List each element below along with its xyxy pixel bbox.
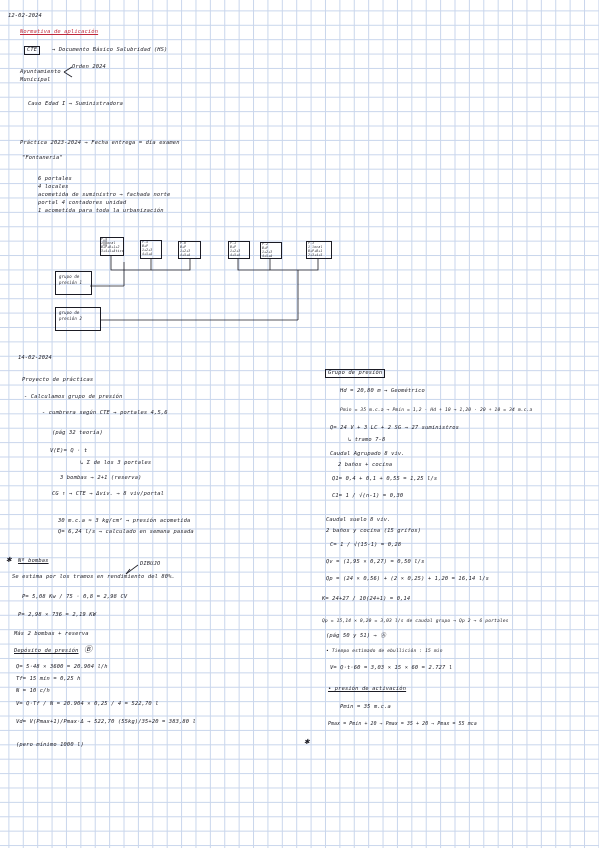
session2-line: 3 bombas → 2+1 (reserva) xyxy=(60,475,142,481)
grupo-line: C1= 1 / √(n-1) = 0,30 xyxy=(332,493,404,499)
portal-box-p5 xyxy=(140,240,162,259)
cte-text: → Documento Básico Salubridad (HS) xyxy=(52,47,168,53)
grupo-line: Q= 24 V + 3 LC + 2 SG → 27 suministros xyxy=(330,425,460,431)
calc-line: - Calculamos grupo de presión xyxy=(24,394,123,400)
deposito-line: Q= 5·48 × 3600 = 20.904 l/h xyxy=(16,664,108,670)
grupo-line: Pmin = 35 m.c.a xyxy=(340,704,391,710)
date-1: 12-02-2024 xyxy=(8,13,42,19)
proyecto-title: Proyecto de prácticas xyxy=(22,377,94,383)
bombas-line: Se estima por los tramos en rendimiento … xyxy=(12,574,175,580)
deposito-line: (pero mínimo 1000 l) xyxy=(16,742,84,748)
grupo-presion-label-2: grupo de presión 2 xyxy=(59,310,83,321)
practica-item: acometida de suministro → fachada norte xyxy=(38,192,171,198)
ordenanza-label: Orden 2024 xyxy=(72,64,106,70)
portal-box-p3 xyxy=(306,241,332,259)
practica-item: 1 acometida para toda la urbanización xyxy=(38,208,164,214)
grupo-line: K= 24+27 / 10(24+1) = 0,14 xyxy=(322,596,411,602)
session2-line: - cumbrera según CTE → portales 4,5,6 xyxy=(42,410,168,416)
deposito-line: N = 10 c/h xyxy=(16,688,50,694)
grupo-line: Pmin = 35 m.c.a → Pmin = 1,2 · Hd + 10 →… xyxy=(340,408,533,413)
grupo-line: (pág 50 y 51) → Ⓐ xyxy=(326,633,386,639)
portal-box-p1 xyxy=(228,241,250,259)
grupo-line: V= Q·t·60 = 3,03 × 15 × 60 = 2.727 l xyxy=(330,665,453,671)
practica-item: 6 portales xyxy=(38,176,72,182)
asterisk-marker: ✱ xyxy=(6,555,12,565)
session2-line: V(E)= Q · t xyxy=(50,448,88,454)
session2-line: Q= 6,24 l/s → calculado en semana pasada xyxy=(58,529,194,535)
grupo-line: • Tiempo estimado de ebullición : 15 min xyxy=(326,649,443,654)
grupo-line: • presión de activación xyxy=(328,686,407,692)
portal-label-p6: P-6 B+P 1+2+3 4+5+A xyxy=(180,241,191,257)
grupo-line: ↳ tramo 7-8 xyxy=(348,437,386,443)
cte-box: CTE xyxy=(24,46,41,55)
bombas-line: P= 2,98 × 736 = 2,19 KW xyxy=(18,612,97,618)
portal-label-p3: P-3 1 local B+P+B+1 2+3+4+5 xyxy=(308,241,323,257)
grupo-presion-box-1 xyxy=(55,271,92,295)
grupo-line: Q1= 0,4 + 0,1 + 0,55 = 1,25 l/s xyxy=(332,476,438,482)
grupo-line: 2 baños y cocina (15 grifos) xyxy=(326,528,422,534)
grupo-line: Caudal suelo 8 viv. xyxy=(326,517,391,523)
date-2: 14-02-2024 xyxy=(18,355,52,361)
session2-line: ↳ Σ de los 3 portales xyxy=(80,460,152,466)
bombas-line: Más 2 bombas + reserva xyxy=(14,631,89,637)
grupo-title: Grupo de presión xyxy=(325,369,386,378)
portal-label-p2: P-2 B+P 1+2+3 4+5+A xyxy=(262,242,273,258)
grupo-presion-box-2 xyxy=(55,307,101,331)
deposito-title: Depósito de presión xyxy=(14,648,79,654)
portal-box-p6 xyxy=(178,241,201,259)
grupo-line: C= 1 / √(15-1) = 0,28 xyxy=(330,542,402,548)
deposito-circle-icon: Ⓑ xyxy=(84,645,93,654)
portal-box-p4 xyxy=(100,237,124,256)
practica-title: Práctica 2023-2024 → Fecha entrega = día… xyxy=(20,140,180,146)
dibujo-label: DIBUJO xyxy=(140,561,161,567)
practica-item: 4 locales xyxy=(38,184,69,190)
deposito-line: V= Q·Tf / N = 20.904 × 0,25 / 4 = 522,70… xyxy=(16,701,159,707)
session2-line: (pág 32 teoría) xyxy=(52,430,103,436)
deposito-line: Tf= 15 min = 0,25 h xyxy=(16,676,81,682)
ayuntamiento-label: Ayuntamiento Municipal xyxy=(20,69,61,83)
deposito-line: Vd= V(Pmax+1)/Pmax·Δ → 522,70 (55kg)/35+… xyxy=(16,719,196,725)
portal-box-p2 xyxy=(260,242,282,259)
session2-line: CG ↑ → CTE → Δviv. → 8 viv/portal xyxy=(52,491,165,497)
asterisk-marker: ✱ xyxy=(304,737,310,747)
grupo-line: Qp = 15,14 × 0,20 = 3,03 l/s de caudal g… xyxy=(322,619,509,624)
grupo-presion-label-1: grupo de presión 1 xyxy=(59,274,83,285)
grupo-line: Pmax = Pmin + 20 → Pmax = 35 + 20 → Pmax… xyxy=(328,722,477,727)
practica-item: portal 4 contadores unidad xyxy=(38,200,127,206)
grupo-line: Qv = (1,95 × 0,27) = 0,50 l/s xyxy=(326,559,425,565)
grupo-line: Hd = 20,80 m → Geométrico xyxy=(340,388,425,394)
section-title-normativa: Normativa de aplicación xyxy=(20,29,99,35)
grupo-line: Caudal Agrupado 8 viv. xyxy=(330,451,405,457)
grupo-line: Qp = (24 × 0,56) + (2 × 0,25) + 1,20 = 1… xyxy=(326,576,489,582)
practica-name: "Fontanería" xyxy=(22,155,63,161)
portal-label-p1: P-1 B+P 1+2+3 4+5+A xyxy=(230,241,241,257)
caso-line: Caso Edad I → Suministradora xyxy=(28,101,124,107)
portal-label-p5: P-5 B+P 1+2+3 4+5+A xyxy=(142,240,153,256)
grupo-line: 2 baños + cocina xyxy=(338,462,393,468)
bombas-title: Nº bombas xyxy=(18,558,49,564)
bombas-line: P= 5,08 Kw / 75 · 0,8 = 2,98 CV xyxy=(22,594,128,600)
portal-label-p4: P-4 1 local B+P+B+1+2 3+4+5+Ático xyxy=(101,237,124,253)
session2-line: 30 m.c.a ≈ 3 kg/cm² → presión acometida xyxy=(58,518,191,524)
